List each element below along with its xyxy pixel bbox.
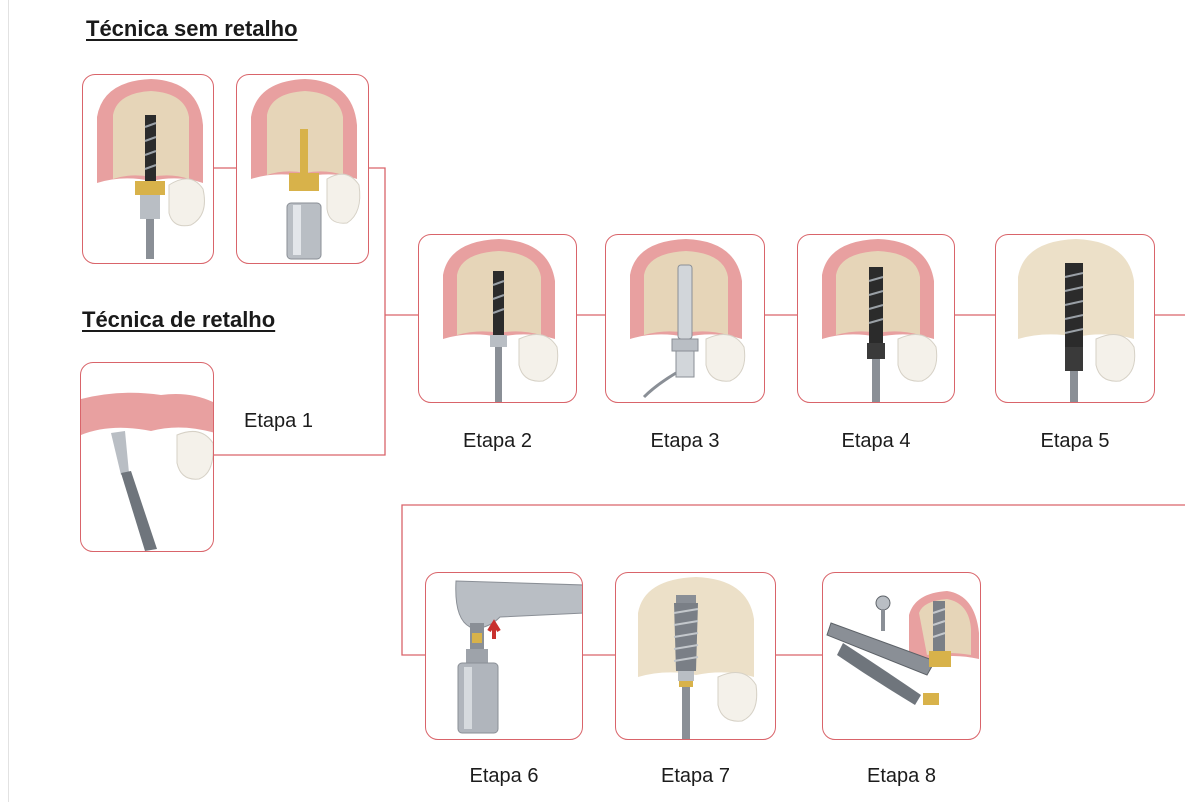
step-label-1: Etapa 1 <box>244 410 313 432</box>
scalpel-incision-icon <box>81 392 213 551</box>
panel-step-2 <box>418 234 577 403</box>
panel-step-7 <box>615 572 776 740</box>
step-label-5: Etapa 5 <box>1040 430 1110 452</box>
step-label-2: Etapa 2 <box>463 430 532 452</box>
twist-drill-icon <box>822 239 938 402</box>
final-drill-icon <box>1018 239 1136 402</box>
heading-flapless-technique: Técnica sem retalho <box>86 16 298 41</box>
handpiece-implant-pickup-icon <box>455 580 582 734</box>
step-label-3: Etapa 3 <box>650 430 720 452</box>
page-left-rule <box>8 0 9 802</box>
depth-gauge-icon <box>630 239 746 399</box>
pilot-drill-icon <box>443 239 559 402</box>
torque-wrench-icon <box>826 591 979 705</box>
step-label-6: Etapa 6 <box>469 765 539 787</box>
tissue-punch-in-gum-icon <box>97 79 205 259</box>
implant-placed-icon <box>638 577 758 739</box>
step-label-4: Etapa 4 <box>841 430 911 452</box>
step-label-8: Etapa 8 <box>867 765 936 787</box>
tissue-punch-removal-icon <box>251 79 361 260</box>
heading-flap-technique: Técnica de retalho <box>82 307 276 332</box>
panel-flapless-punch <box>82 74 214 264</box>
panel-step-8 <box>822 572 981 740</box>
panel-step-5 <box>995 234 1155 403</box>
step-label-7: Etapa 7 <box>661 765 730 787</box>
panel-step-1 <box>80 362 214 552</box>
panel-step-6 <box>425 572 583 740</box>
panel-step-4 <box>797 234 955 403</box>
panel-flapless-removal <box>236 74 369 264</box>
panel-step-3 <box>605 234 765 403</box>
